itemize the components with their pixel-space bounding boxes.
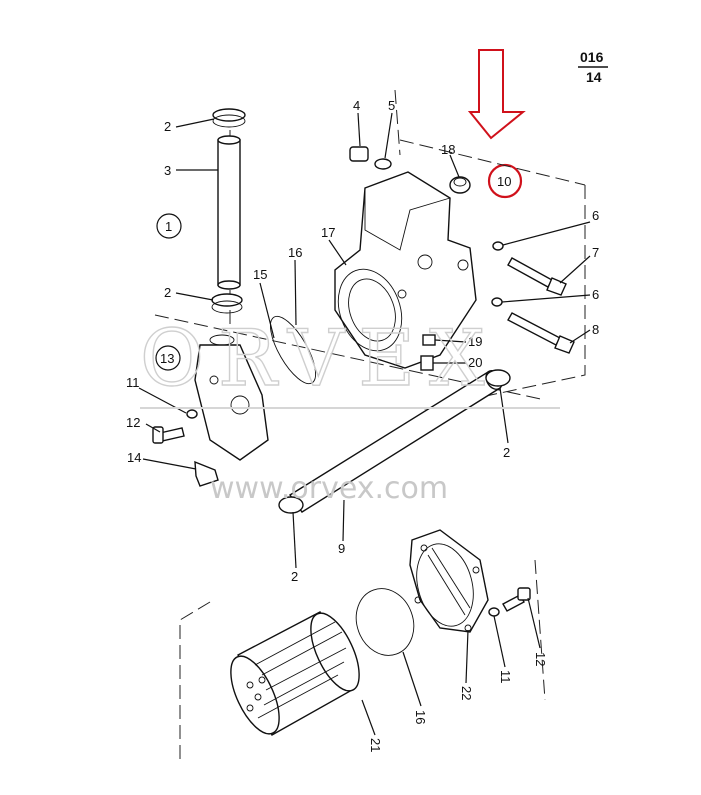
washer-part-11-upper [186, 409, 198, 419]
callout-19: 19 [468, 334, 482, 349]
elbow-part-13 [194, 334, 269, 461]
callout-7: 7 [592, 245, 599, 260]
watermark-brand: ORVEX [140, 314, 499, 404]
callout-4: 4 [353, 98, 360, 113]
bushing-part-4 [349, 146, 369, 162]
circled-callout-13 [155, 345, 181, 371]
plug-part-18 [449, 176, 471, 194]
washer-part-11-lower [488, 607, 500, 617]
o-ring-part-16 [270, 315, 316, 385]
bolt-part-7 [507, 257, 567, 296]
washer-part-6-upper [492, 241, 504, 251]
housing-part-17 [334, 171, 477, 369]
highlight-arrow-icon [467, 49, 526, 140]
callout-20: 20 [468, 355, 482, 370]
callout-1: 1 [165, 219, 172, 234]
clamp-part-2-lower [211, 293, 243, 314]
callout-11-upper: 11 [126, 375, 140, 390]
filter-element-part-21 [230, 611, 360, 736]
page-ref-top: 016 [580, 49, 604, 65]
callout-2-top: 2 [164, 119, 171, 134]
leader-lines [138, 112, 591, 736]
callout-8: 8 [592, 322, 599, 337]
callout-17: 17 [321, 225, 335, 240]
bolt-part-8 [507, 312, 575, 354]
callout-3: 3 [164, 163, 171, 178]
callout-18: 18 [441, 142, 455, 157]
callout-5: 5 [388, 98, 395, 113]
highlight-circle [487, 163, 523, 199]
callout-11-lower: 11 [498, 670, 513, 684]
o-ring-part-16-lower [355, 588, 415, 656]
callout-2-left: 2 [291, 569, 298, 584]
watermark-url: www.orvex.com [210, 471, 448, 506]
callout-13: 13 [160, 351, 174, 366]
clamp-part-2-left [278, 496, 304, 514]
callout-14: 14 [127, 450, 141, 465]
callout-15: 15 [253, 267, 267, 282]
cover-part-22 [409, 529, 489, 633]
callout-10: 10 [497, 174, 511, 189]
pipe-part-3 [217, 135, 241, 290]
callout-21: 21 [368, 738, 383, 752]
callout-16-lower: 16 [413, 710, 428, 724]
callout-12-upper: 12 [126, 415, 140, 430]
callout-16-upper: 16 [288, 245, 302, 260]
clamp-part-2-top [212, 108, 246, 128]
screw-part-12-lower [502, 587, 531, 612]
screw-part-12-upper [152, 426, 185, 444]
clamp-part-2-right [485, 369, 511, 387]
callout-6-upper: 6 [592, 208, 599, 223]
callout-9: 9 [338, 541, 345, 556]
clip-part-14 [194, 460, 219, 487]
washer-part-6-lower [491, 297, 503, 307]
callout-2-right: 2 [503, 445, 510, 460]
page-ref-bottom: 14 [586, 69, 602, 85]
callout-2-mid: 2 [164, 285, 171, 300]
circled-callout-1 [156, 213, 182, 239]
callout-6-lower: 6 [592, 287, 599, 302]
callout-12-lower: 12 [533, 652, 548, 666]
ring-part-5 [374, 158, 392, 170]
callout-22: 22 [459, 686, 474, 700]
